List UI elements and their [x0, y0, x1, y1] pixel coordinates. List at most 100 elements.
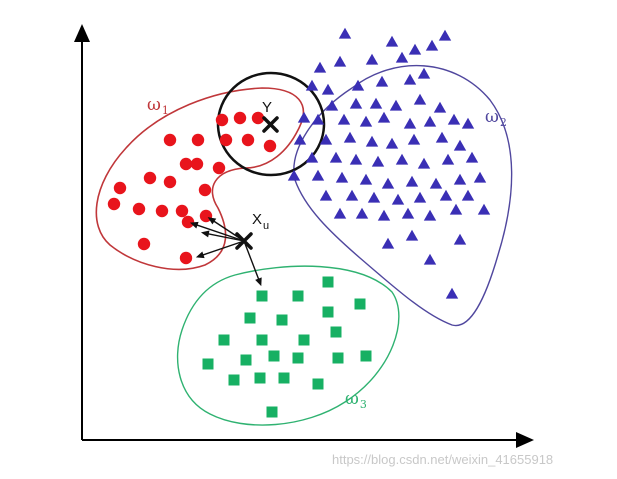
class1-point — [190, 157, 204, 171]
class2-point — [441, 153, 455, 165]
class1-point — [263, 139, 277, 153]
class3-point — [292, 290, 304, 302]
point-xu-main: X — [252, 211, 262, 228]
neighbor-arrows — [189, 217, 262, 287]
label-omega1: ω1 — [147, 95, 169, 117]
class3-point — [202, 358, 214, 370]
cluster-omega1-boundary — [95, 87, 305, 271]
omega1-subscript: 1 — [162, 104, 169, 117]
class2-point — [337, 113, 351, 125]
class1-point — [163, 133, 177, 147]
class1-point — [175, 204, 189, 218]
point-xu-label: Xu — [252, 211, 269, 232]
class3-point — [330, 326, 342, 338]
class1-point — [143, 171, 157, 185]
class2-point — [429, 177, 443, 189]
query-point-y: Y — [262, 99, 279, 133]
class3-points — [202, 276, 372, 418]
class1-point — [137, 237, 151, 251]
class2-point — [403, 73, 417, 85]
class2-point — [461, 189, 475, 201]
class1-point — [179, 251, 193, 265]
class3-point — [228, 374, 240, 386]
class2-point — [355, 207, 369, 219]
cluster-omega3-boundary — [176, 265, 400, 426]
class1-point — [198, 183, 212, 197]
class2-point — [325, 99, 339, 111]
class2-point — [311, 169, 325, 181]
neighbor-arrow — [189, 221, 245, 242]
class1-point — [107, 197, 121, 211]
class2-point — [359, 115, 373, 127]
label-omega3: ω3 — [345, 389, 367, 411]
class2-point — [445, 287, 459, 299]
class1-point — [179, 157, 193, 171]
class1-point — [251, 111, 265, 125]
class2-point — [305, 151, 319, 163]
class2-point — [349, 153, 363, 165]
class2-point — [333, 55, 347, 67]
class3-point — [354, 298, 366, 310]
class2-point — [349, 97, 363, 109]
class2-point — [423, 209, 437, 221]
class1-point — [132, 202, 146, 216]
class2-point — [313, 61, 327, 73]
class3-point — [278, 372, 290, 384]
class3-point — [332, 352, 344, 364]
query-point-xu: Xu — [235, 211, 269, 250]
class2-point — [351, 79, 365, 91]
class2-point — [338, 27, 352, 39]
omega2-subscript: 2 — [500, 116, 507, 129]
class1-point — [181, 215, 195, 229]
class2-point — [453, 173, 467, 185]
class1-point — [233, 111, 247, 125]
class2-point — [425, 39, 439, 51]
class1-point — [241, 133, 255, 147]
class2-point — [343, 131, 357, 143]
omega3-main: ω — [345, 389, 359, 409]
class2-point — [385, 35, 399, 47]
class2-point — [287, 169, 301, 181]
class2-point — [377, 111, 391, 123]
class2-point — [453, 139, 467, 151]
class2-point — [417, 67, 431, 79]
class2-point — [395, 153, 409, 165]
class2-point — [381, 177, 395, 189]
omega1-main: ω — [147, 95, 161, 115]
class1-point — [219, 133, 233, 147]
class2-point — [407, 133, 421, 145]
neighbor-arrow — [200, 230, 245, 242]
class2-point — [377, 209, 391, 221]
class1-points — [107, 111, 277, 265]
class2-point — [401, 207, 415, 219]
class2-point — [433, 101, 447, 113]
class2-point — [385, 137, 399, 149]
class3-point — [256, 290, 268, 302]
neighbor-arrow — [243, 240, 262, 287]
class2-point — [413, 191, 427, 203]
class3-point — [322, 276, 334, 288]
class3-point — [244, 312, 256, 324]
class2-point — [335, 171, 349, 183]
class1-point — [191, 133, 205, 147]
class3-point — [360, 350, 372, 362]
x-axis-arrowhead — [516, 432, 534, 448]
class2-point — [365, 53, 379, 65]
class2-point — [371, 155, 385, 167]
class2-point — [423, 253, 437, 265]
omega2-main: ω — [485, 107, 499, 127]
cross-icon — [235, 232, 253, 250]
class3-point — [254, 372, 266, 384]
class2-point — [359, 173, 373, 185]
class3-point — [266, 406, 278, 418]
class2-point — [477, 203, 491, 215]
class2-point — [395, 51, 409, 63]
class3-point — [298, 334, 310, 346]
class2-point — [405, 229, 419, 241]
class1-point — [163, 175, 177, 189]
neighbor-arrow — [195, 240, 245, 259]
class1-point — [212, 161, 226, 175]
class2-point — [473, 171, 487, 183]
class2-point — [333, 207, 347, 219]
